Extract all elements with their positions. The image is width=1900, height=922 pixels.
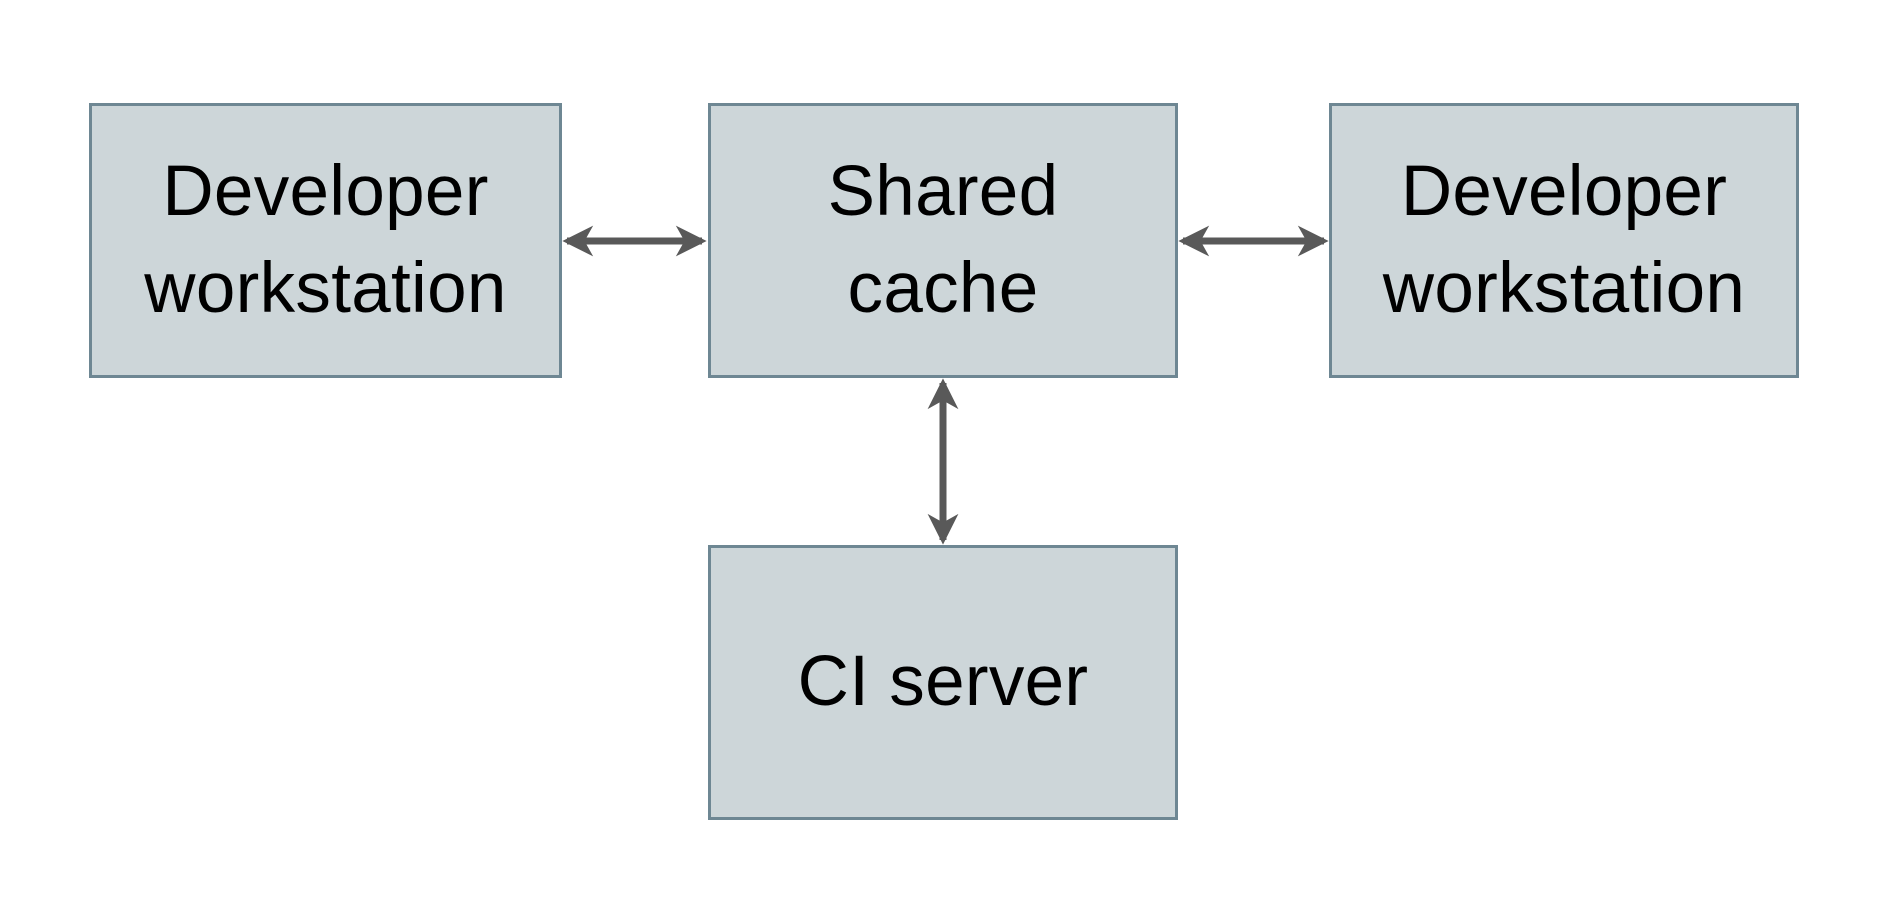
node-ci-server: CI server	[708, 545, 1178, 820]
node-developer-workstation-left-label: Developer workstation	[144, 151, 507, 328]
node-ci-server-label: CI server	[797, 642, 1089, 722]
node-shared-cache: Shared cache	[708, 103, 1178, 378]
node-shared-cache-label: Shared cache	[827, 151, 1059, 328]
node-developer-workstation-left: Developer workstation	[89, 103, 562, 378]
node-developer-workstation-right: Developer workstation	[1329, 103, 1799, 378]
node-developer-workstation-right-label: Developer workstation	[1382, 151, 1746, 328]
